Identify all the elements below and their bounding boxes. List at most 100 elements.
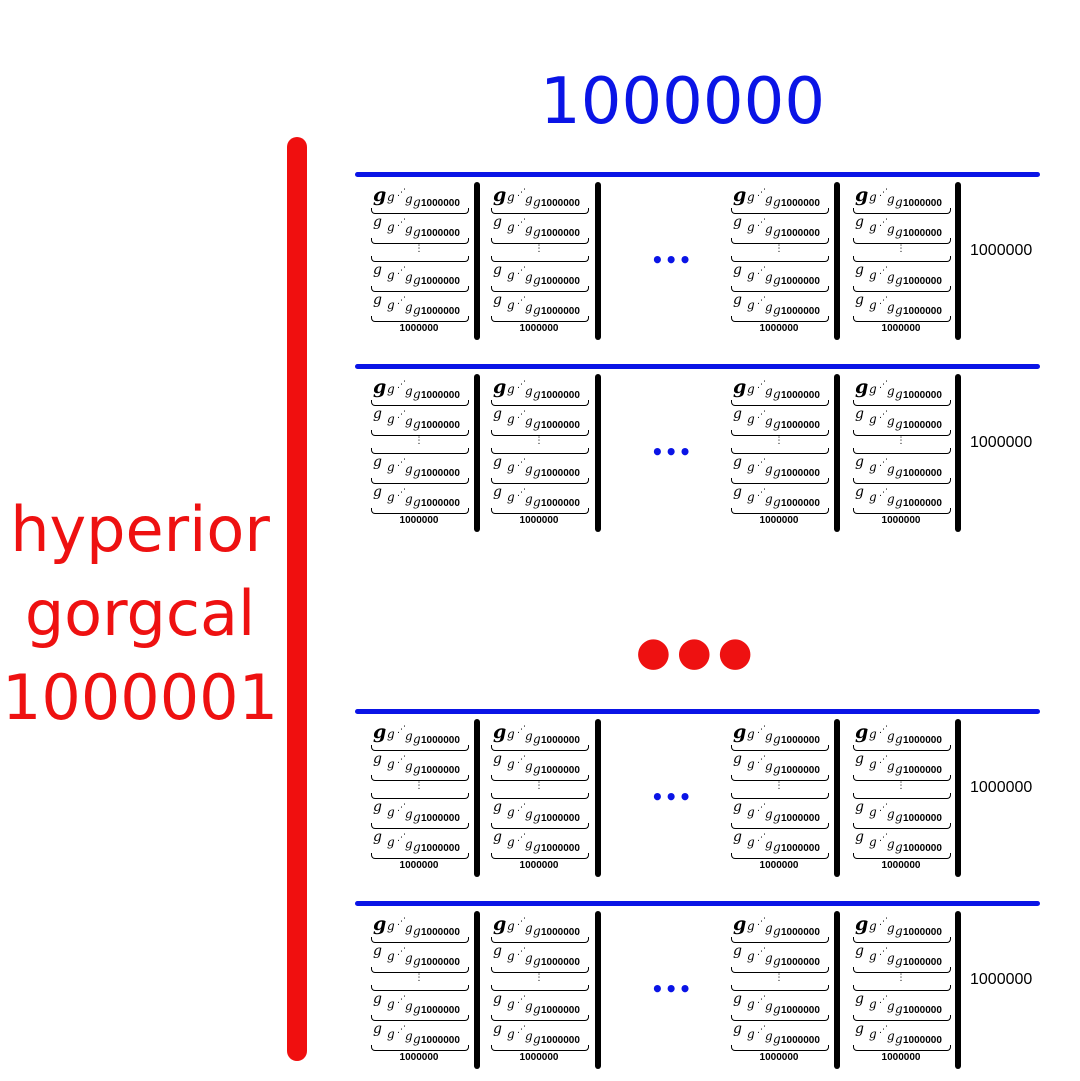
underbrace: [491, 508, 589, 514]
tower-subscript: 1000000: [541, 927, 580, 938]
tower-exponent: g: [747, 298, 755, 312]
tower-exponent: g: [507, 190, 515, 204]
tower-subscript: 1000000: [541, 1035, 580, 1046]
tower-top-2: g: [533, 465, 541, 479]
tower-exponent: g: [387, 949, 395, 963]
tower-top-2: g: [773, 1032, 781, 1046]
tower-top: g: [887, 837, 895, 851]
tower-subscript: 1000000: [903, 276, 942, 287]
tower-exponent: g: [747, 949, 755, 963]
tower-subscript: 1000000: [903, 735, 942, 746]
underbrace: [731, 316, 829, 322]
vertical-dots-icon: ⋮: [896, 781, 906, 791]
tower-top-2: g: [773, 810, 781, 824]
tower-top-2: g: [413, 762, 421, 776]
tower-top: g: [765, 300, 773, 314]
tower-top: g: [887, 192, 895, 206]
underbrace: [853, 256, 951, 262]
tower-subscript: 1000000: [421, 306, 460, 317]
tower-exponent: g: [869, 298, 877, 312]
tower-top: g: [405, 921, 413, 935]
tower-exponent: g: [507, 949, 515, 963]
underbrace: [731, 853, 829, 859]
tower-top-2: g: [895, 273, 903, 287]
tower-exponent: g: [869, 919, 877, 933]
tower-exponent: g: [747, 220, 755, 234]
tower-base: g: [733, 406, 742, 422]
vertical-dots-icon: ⋮: [414, 781, 424, 791]
vertical-dots-icon: ⋮: [774, 244, 784, 254]
tower-base: g: [855, 943, 864, 959]
underbrace: [371, 823, 469, 829]
tower-top-2: g: [773, 732, 781, 746]
tower-exponent: g: [747, 412, 755, 426]
tower-base: g: [493, 262, 502, 278]
cell-divider: [955, 911, 961, 1069]
tower-top-2: g: [413, 417, 421, 431]
tower-top: g: [525, 729, 533, 743]
tower-top: g: [525, 270, 533, 284]
tower-exponent: g: [507, 1027, 515, 1041]
tower-dots: ⋰: [879, 947, 888, 957]
vertical-dots-icon: ⋮: [774, 781, 784, 791]
tower-top: g: [525, 837, 533, 851]
tower-base: g: [733, 292, 742, 308]
tower-exponent: g: [869, 1027, 877, 1041]
tower-subscript: 1000000: [781, 228, 820, 239]
tower-dots: ⋰: [757, 488, 766, 498]
tower-dots: ⋰: [757, 410, 766, 420]
tower-dots: ⋰: [757, 218, 766, 228]
row-count-label: 1000000: [970, 242, 1033, 259]
underbrace: [853, 448, 951, 454]
tower-dots: ⋰: [397, 995, 406, 1005]
tower-base: g: [733, 214, 742, 230]
tower-dots: ⋰: [517, 995, 526, 1005]
tower-top-2: g: [773, 495, 781, 509]
tower-base: g: [373, 913, 387, 935]
cell-count-label: 1000000: [399, 1052, 439, 1063]
tower-top: g: [887, 414, 895, 428]
tower-subscript: 1000000: [541, 735, 580, 746]
tower-base: g: [373, 214, 382, 230]
vertical-dots-icon: ⋮: [534, 436, 544, 446]
tower-exponent: g: [387, 382, 395, 396]
underbrace: [853, 967, 951, 973]
tower-top: g: [887, 921, 895, 935]
column-ellipsis-icon: •••: [651, 248, 693, 272]
underbrace: [491, 967, 589, 973]
column-ellipsis-icon: •••: [651, 785, 693, 809]
row-count-label: 1000000: [970, 971, 1033, 988]
tower-exponent: g: [869, 412, 877, 426]
underbrace: [371, 937, 469, 943]
tower-dots: ⋰: [397, 833, 406, 843]
tower-top-2: g: [773, 195, 781, 209]
underbrace: [853, 430, 951, 436]
tower-top: g: [887, 999, 895, 1013]
tower-dots: ⋰: [757, 947, 766, 957]
tower-dots: ⋰: [517, 725, 526, 735]
underbrace: [731, 286, 829, 292]
tower-top-2: g: [533, 1002, 541, 1016]
row-ellipsis-icon: ●●●: [636, 629, 759, 675]
tower-dots: ⋰: [517, 458, 526, 468]
tower-top-2: g: [895, 732, 903, 746]
tower-dots: ⋰: [757, 1025, 766, 1035]
tower-dots: ⋰: [397, 947, 406, 957]
tower-subscript: 1000000: [541, 957, 580, 968]
tower-subscript: 1000000: [781, 843, 820, 854]
tower-subscript: 1000000: [781, 927, 820, 938]
tower-top: g: [405, 270, 413, 284]
tower-top-2: g: [895, 1032, 903, 1046]
tower-base: g: [493, 406, 502, 422]
